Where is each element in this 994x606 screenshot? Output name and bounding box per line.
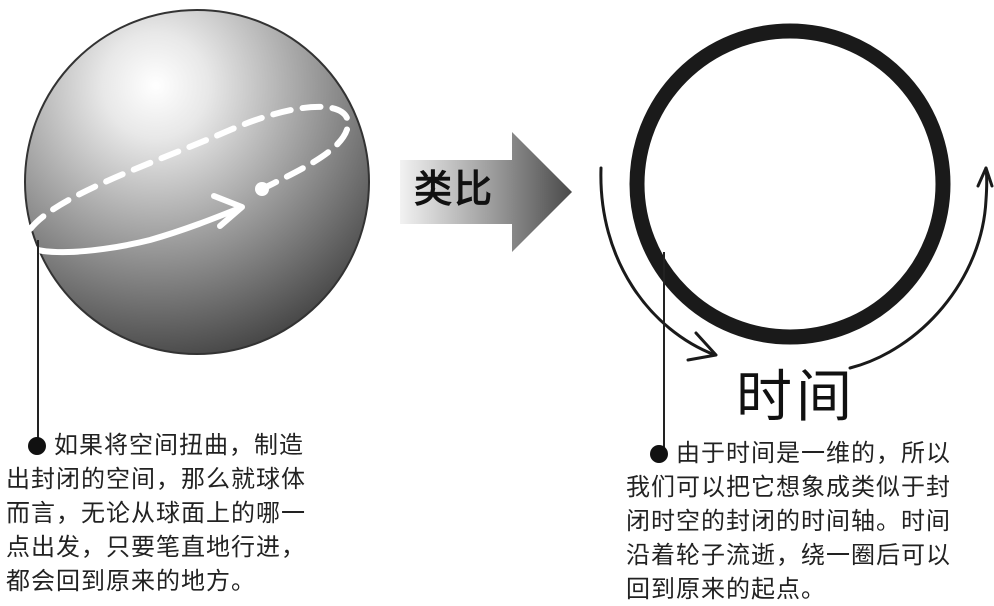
- left-caption-text-1: 如果将空间扭曲，制造: [54, 431, 304, 459]
- right-caption-line-1: 由于时间是一维的，所以: [626, 436, 951, 470]
- analogy-label: 类比: [414, 167, 495, 211]
- right-caption-line-3: 闭时空的封闭的时间轴。时间: [626, 507, 951, 535]
- left-caption: 如果将空间扭曲，制造 出封闭的空间，那么就球体 而言，无论从球面上的哪一 点出发…: [6, 428, 306, 598]
- right-caption-text-1: 由于时间是一维的，所以: [676, 439, 951, 467]
- left-caption-line-3: 而言，无论从球面上的哪一: [6, 499, 306, 527]
- left-caption-line-5: 都会回到原来的地方。: [6, 567, 256, 595]
- sphere: [24, 9, 370, 355]
- time-label: 时间: [736, 365, 856, 430]
- left-caption-line-1: 如果将空间扭曲，制造: [6, 428, 306, 462]
- bullet-icon: [28, 437, 46, 455]
- time-flow-arrows: [599, 166, 994, 370]
- sphere-orbit-path: [21, 103, 351, 256]
- right-caption-line-4: 沿着轮子流逝，绕一圈后可以: [626, 541, 951, 569]
- time-ring: [629, 23, 951, 345]
- bullet-icon: [650, 445, 668, 463]
- right-caption: 由于时间是一维的，所以 我们可以把它想象成类似于封 闭时空的封闭的时间轴。时间 …: [626, 436, 951, 606]
- right-caption-line-5: 回到原来的起点。: [626, 575, 826, 603]
- analogy-arrow: [400, 132, 572, 252]
- left-caption-line-2: 出封闭的空间，那么就球体: [6, 465, 306, 493]
- left-caption-line-4: 点出发，只要笔直地行进，: [6, 533, 306, 561]
- right-caption-line-2: 我们可以把它想象成类似于封: [626, 473, 951, 501]
